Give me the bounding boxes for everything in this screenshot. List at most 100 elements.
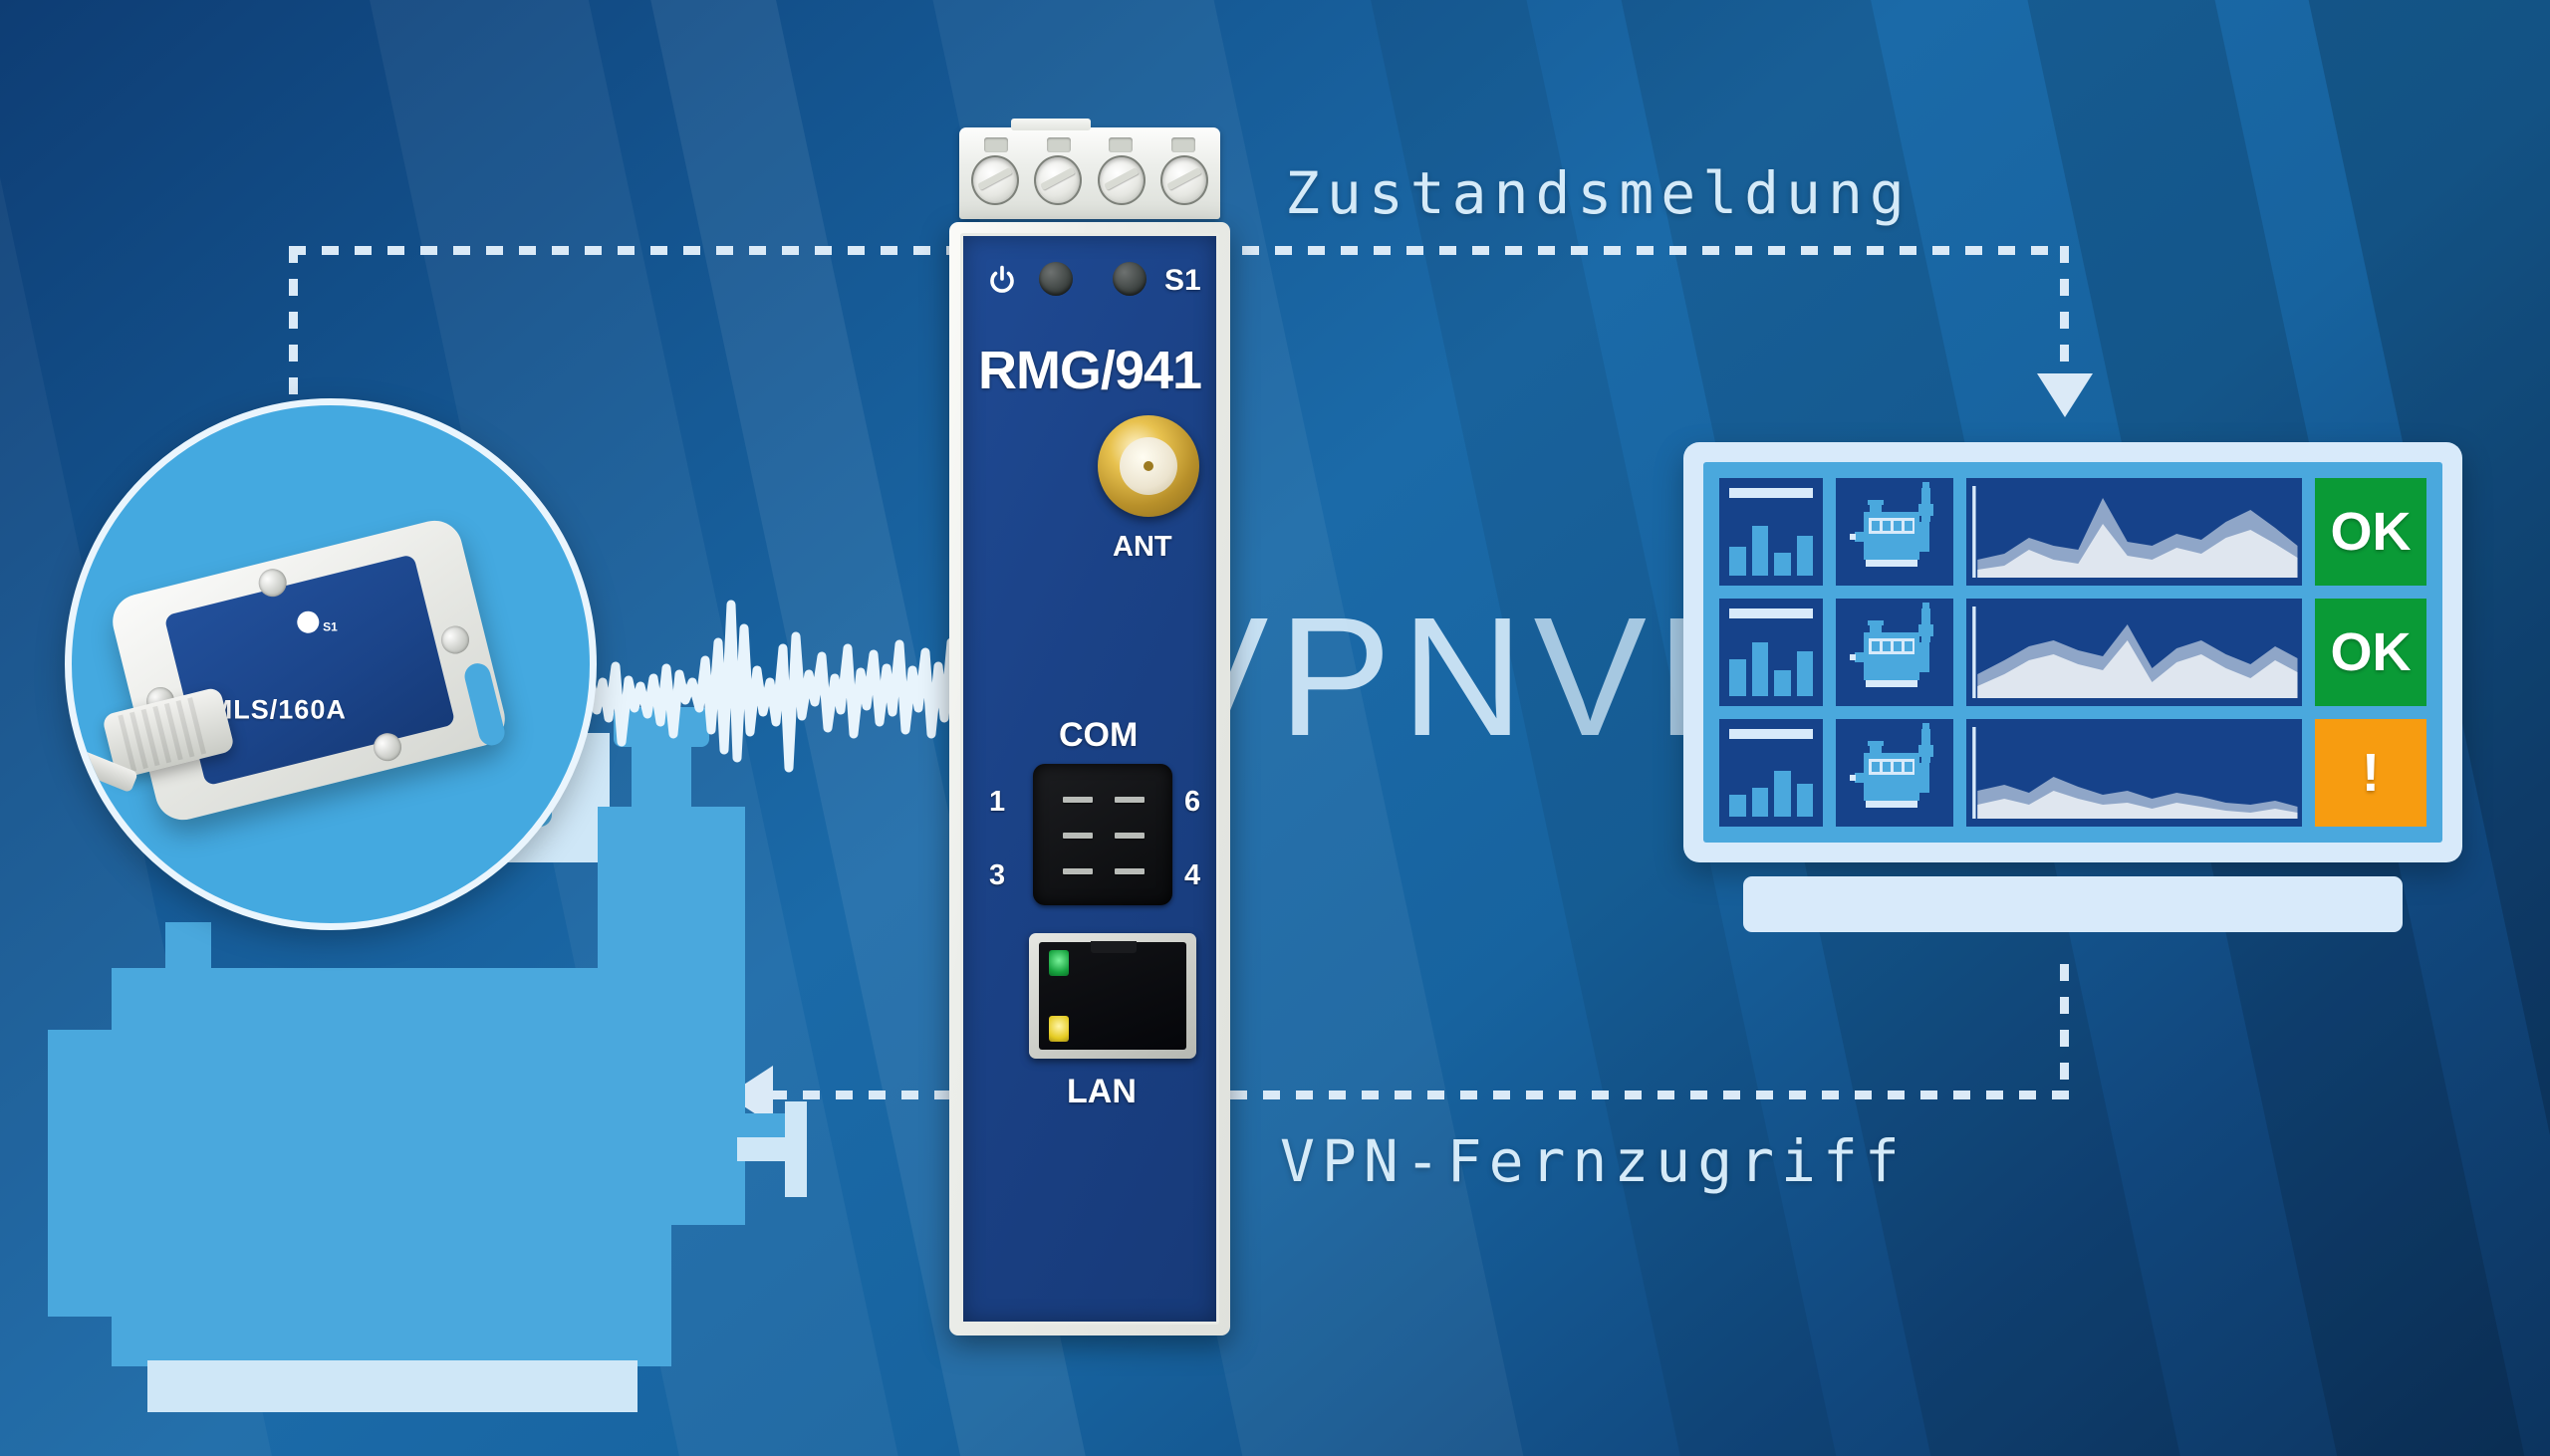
lan-rj45-port[interactable] (1029, 933, 1196, 1059)
sensor-model-label: MLS/160A (209, 694, 347, 725)
sensor-status-led-icon (294, 608, 322, 636)
bar-chart-panel[interactable] (1719, 599, 1823, 706)
terminal-slot (1109, 137, 1134, 152)
sensor-magnifier-circle: S1 MLS/160A (65, 398, 597, 930)
com-pin-grid (1063, 788, 1145, 883)
lan-port-tab (1091, 941, 1137, 953)
com-pin-number-4: 4 (1184, 859, 1201, 891)
com-pin (1115, 868, 1145, 874)
bar (1729, 546, 1746, 576)
status-led-s1-icon (1113, 262, 1147, 296)
com-label: COM (1059, 716, 1139, 754)
terminal-screw-icon[interactable] (970, 155, 1019, 205)
bar (1751, 787, 1768, 817)
area-chart (1972, 727, 2298, 819)
bar (1729, 658, 1746, 696)
sensor-led-label: S1 (323, 619, 338, 634)
area-chart-panel[interactable] (1966, 478, 2302, 586)
monitor-bezel: OK (1683, 442, 2462, 862)
bar (1751, 526, 1768, 576)
bar-chart (1729, 512, 1813, 576)
panel-title-bar (1729, 488, 1813, 498)
terminal-slot (1170, 137, 1195, 152)
lan-port-cavity (1039, 941, 1186, 1050)
area-chart-panel[interactable] (1966, 599, 2302, 706)
com-pin-number-6: 6 (1184, 786, 1201, 818)
terminal-slot-row (959, 137, 1220, 152)
monitor-screen: OK (1703, 462, 2442, 843)
com-pin (1115, 833, 1145, 839)
terminal-slot (1046, 137, 1071, 152)
sensor-housing: S1 MLS/160A (107, 514, 511, 827)
com-pin (1063, 868, 1093, 874)
dashboard-row[interactable]: OK (1719, 478, 2426, 586)
machine-icon-panel[interactable] (1836, 478, 1953, 586)
status-badge[interactable]: OK (2315, 599, 2426, 706)
flow-top-vertical-right (2060, 246, 2069, 375)
flow-bottom-horizontal (770, 1091, 2069, 1099)
bar-chart-panel[interactable] (1719, 478, 1823, 586)
bar (1774, 552, 1791, 576)
sensor-screw-icon (438, 622, 472, 657)
bar (1774, 670, 1791, 696)
dashboard-row[interactable]: ! (1719, 719, 2426, 827)
com-connector[interactable] (1033, 764, 1172, 905)
panel-title-bar (1729, 608, 1813, 618)
device-faceplate: S1 RMG/941 ANT COM 1 6 (960, 233, 1219, 1325)
status-badge[interactable]: OK (2315, 478, 2426, 586)
bar (1751, 642, 1768, 696)
terminal-screw-icon[interactable] (1160, 155, 1209, 205)
power-icon (990, 265, 1014, 293)
flow-top-vertical-left (289, 246, 298, 445)
machine-icon-panel[interactable] (1836, 599, 1953, 706)
antenna-label: ANT (1113, 531, 1172, 563)
status-led-power-icon (1039, 262, 1073, 296)
status-badge-label: OK (2330, 622, 2412, 682)
terminal-slot (984, 137, 1009, 152)
device-housing: S1 RMG/941 ANT COM 1 6 (949, 222, 1230, 1335)
screw-terminal-block (959, 119, 1220, 219)
lan-label: LAN (1067, 1073, 1137, 1110)
bar (1796, 783, 1813, 817)
terminal-screw-icon[interactable] (1034, 155, 1083, 205)
status-badge-label: ! (2362, 743, 2380, 803)
machine-icon-panel[interactable] (1836, 719, 1953, 827)
dashboard-grid: OK (1719, 478, 2426, 827)
bar-chart (1729, 753, 1813, 817)
bar-chart (1729, 632, 1813, 696)
bar (1729, 795, 1746, 817)
bar-chart-panel[interactable] (1719, 719, 1823, 827)
machine-icon (1850, 603, 1933, 687)
dashboard-row[interactable]: OK (1719, 599, 2426, 706)
terminal-notch (1011, 119, 1091, 130)
area-chart-panel[interactable] (1966, 719, 2302, 827)
com-pin (1063, 833, 1093, 839)
panel-title-bar (1729, 729, 1813, 739)
flow-top-arrowhead-icon (2037, 373, 2093, 417)
com-pin (1115, 797, 1145, 803)
sma-antenna-connector[interactable] (1098, 415, 1199, 517)
machine-icon (1850, 723, 1933, 808)
monitor-dashboard: OK (1683, 442, 2462, 932)
terminal-screw-row (959, 155, 1220, 205)
area-chart (1972, 486, 2298, 578)
area-chart (1972, 607, 2298, 698)
com-pin-number-1: 1 (989, 786, 1006, 818)
bar (1796, 651, 1813, 696)
status-badge[interactable]: ! (2315, 719, 2426, 827)
com-pin-number-3: 3 (989, 859, 1006, 891)
monitor-stand (1743, 876, 2403, 932)
status-badge-label: OK (2330, 502, 2412, 562)
label-zustandsmeldung: Zustandsmeldung (1285, 159, 1912, 227)
com-pin (1063, 797, 1093, 803)
device-model-label: RMG/941 (977, 341, 1202, 400)
terminal-screw-icon[interactable] (1097, 155, 1146, 205)
lan-activity-led-yellow-icon (1049, 1016, 1069, 1042)
label-vpn-fernzugriff: VPN-Fernzugriff (1280, 1127, 1907, 1195)
sensor-mount-slot (461, 660, 508, 749)
bar (1774, 770, 1791, 817)
machine-icon (1850, 482, 1933, 567)
flow-bottom-vertical-right (2060, 964, 2069, 1095)
lan-link-led-green-icon (1049, 950, 1069, 976)
